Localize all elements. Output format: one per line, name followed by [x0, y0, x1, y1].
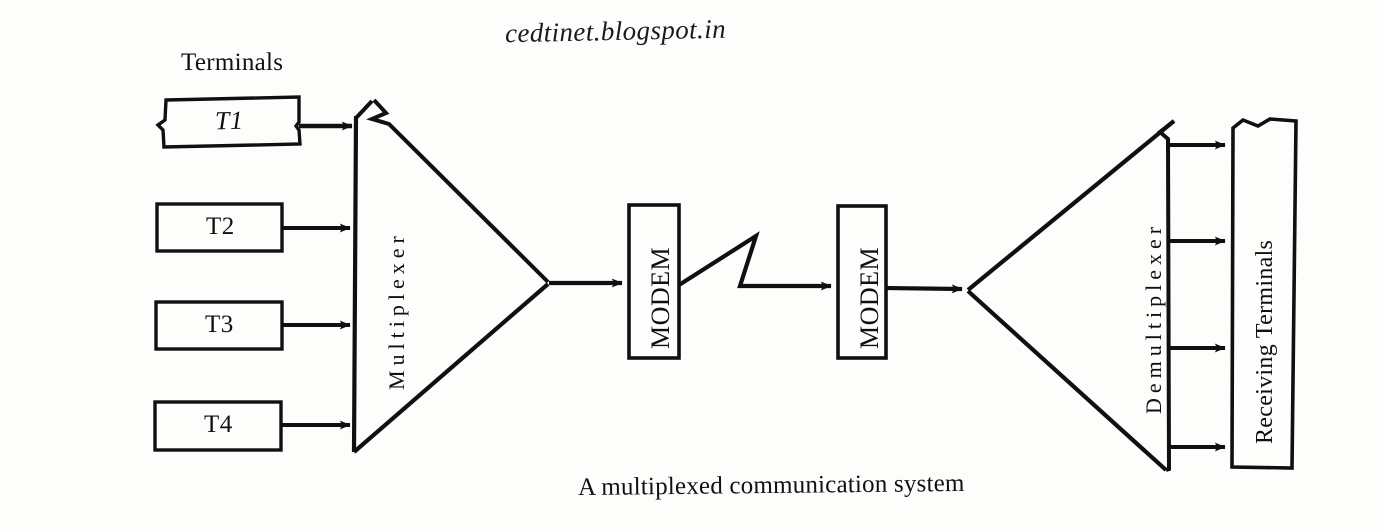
terminal-to-mux-arrows — [281, 121, 353, 430]
modem-box-transmit — [627, 203, 681, 360]
demux-to-receiving-arrows — [1168, 140, 1226, 452]
modem-label-receive: MODEM — [855, 246, 884, 349]
demultiplexer-label: Demultiplexer — [1141, 221, 1166, 414]
terminal-box-t1 — [155, 95, 302, 149]
terminal-label-t2: T2 — [206, 213, 235, 240]
figure-caption: A multiplexed communication system — [577, 469, 965, 502]
demultiplexer-shape — [966, 119, 1176, 472]
modem-box-receive — [836, 204, 888, 360]
arrow-modem2-to-demux — [885, 284, 963, 294]
terminal-label-t1: T1 — [214, 105, 244, 136]
multiplexer-label: Multiplexer — [384, 231, 409, 390]
receiving-terminals-label: Receiving Terminals — [1252, 239, 1278, 444]
terminal-label-t4: T4 — [204, 411, 233, 438]
modem-label-transmit: MODEM — [646, 246, 675, 349]
receiving-terminals-box — [1230, 117, 1298, 470]
transmission-link-zigzag — [677, 231, 832, 291]
multiplexer-shape — [351, 98, 550, 454]
terminals-heading: Terminals — [181, 49, 284, 76]
terminal-label-t3: T3 — [205, 311, 234, 338]
watermark-text: cedtinet.blogspot.in — [504, 13, 727, 49]
